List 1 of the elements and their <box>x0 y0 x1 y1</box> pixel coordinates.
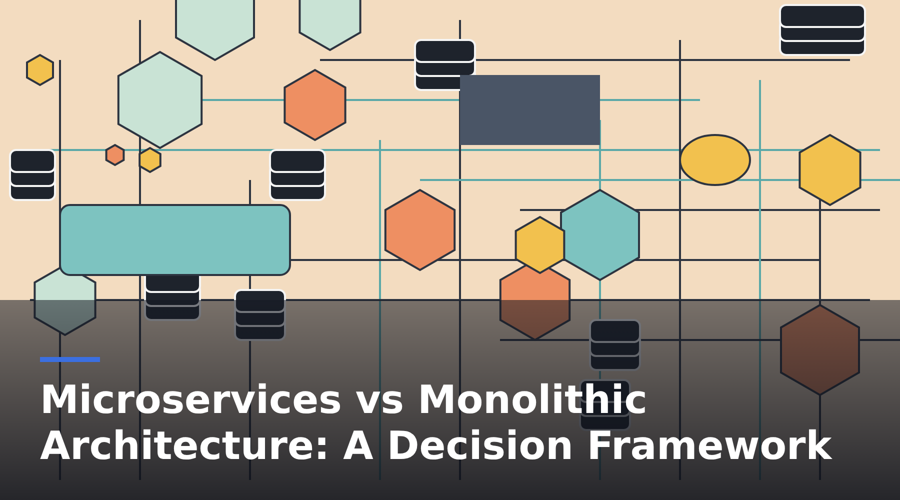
title: Microservices vs Monolithic Architecture: A Decision Framework <box>40 378 834 470</box>
